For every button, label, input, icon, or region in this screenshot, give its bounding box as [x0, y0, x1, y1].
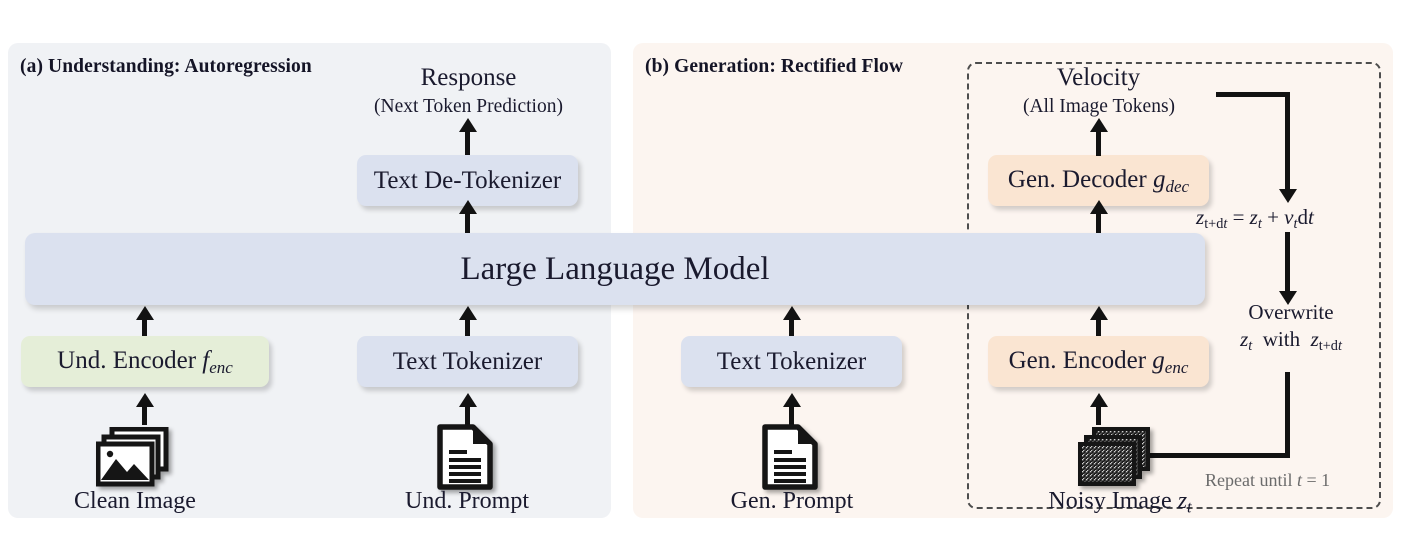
node-gen-encoder: Gen. Encoder genc: [988, 336, 1209, 387]
node-text-detokenizer: Text De-Tokenizer: [357, 155, 578, 206]
noisy-image-label: Noisy Image zt: [1048, 488, 1192, 517]
und-prompt-label: Und. Prompt: [404, 488, 529, 514]
document-icon: [762, 424, 820, 495]
noise-image-stack-icon: [1078, 427, 1156, 494]
panel-a-title: (a) Understanding: Autoregression: [20, 56, 312, 77]
text-tokenizer-gen-label: Text Tokenizer: [716, 348, 867, 375]
gen-encoder-label: Gen. Encoder genc: [1008, 346, 1189, 377]
panel-b-title: (b) Generation: Rectified Flow: [645, 56, 904, 77]
response-subtitle: (Next Token Prediction): [374, 96, 563, 117]
velocity-title: Velocity: [1056, 64, 1141, 91]
response-title: Response: [420, 64, 517, 91]
llm-label: Large Language Model: [460, 250, 770, 287]
overwrite-label-line2: zt with zt+dt: [1240, 327, 1342, 354]
text-tokenizer-und-label: Text Tokenizer: [392, 348, 543, 375]
overwrite-label-line1: Overwrite: [1248, 300, 1334, 324]
document-icon: [437, 424, 495, 495]
clean-image-label: Clean Image: [74, 488, 196, 514]
text-detokenizer-label: Text De-Tokenizer: [373, 167, 562, 194]
node-text-tokenizer-gen: Text Tokenizer: [681, 336, 902, 387]
node-gen-decoder: Gen. Decoder gdec: [988, 155, 1209, 206]
node-text-tokenizer-und: Text Tokenizer: [357, 336, 578, 387]
gen-decoder-label: Gen. Decoder gdec: [1007, 165, 1190, 196]
und-encoder-label: Und. Encoder fenc: [57, 346, 233, 377]
velocity-update-equation: zt+dt = zt + vtdt: [1196, 205, 1314, 232]
node-large-language-model: Large Language Model: [25, 233, 1205, 305]
gen-prompt-label: Gen. Prompt: [730, 488, 854, 514]
velocity-subtitle: (All Image Tokens): [1022, 96, 1176, 117]
repeat-until-note: Repeat until t = 1: [1205, 470, 1331, 490]
image-stack-icon: [95, 426, 174, 494]
node-und-encoder: Und. Encoder fenc: [21, 336, 269, 387]
